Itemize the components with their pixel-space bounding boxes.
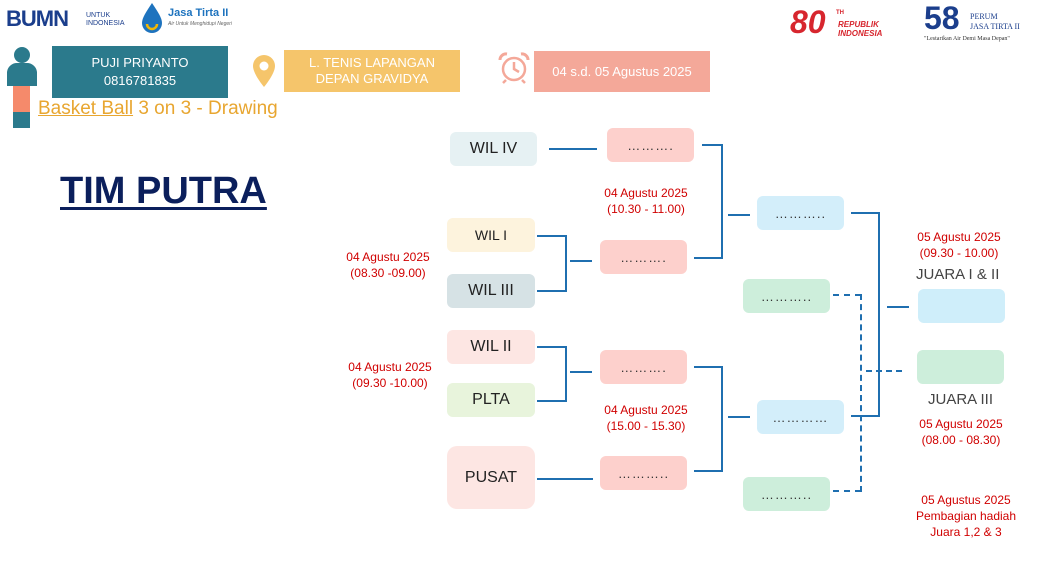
slot-round2-3: ………. <box>600 350 687 384</box>
event-marker <box>13 86 30 128</box>
team-wil-iv-label: WIL IV <box>469 140 518 157</box>
team-wil-iv: WIL IV <box>450 132 537 166</box>
schedule-1-date: 04 Agustu 2025 <box>346 250 430 264</box>
ri80-line1: REPUBLIK <box>838 20 879 29</box>
schedule-7: 05 Agustus 2025 Pembagian hadiah Juara 1… <box>906 492 1026 540</box>
schedule-7-line3: Juara 1,2 & 3 <box>930 525 1002 539</box>
slot-semi-2: ………… <box>757 400 844 434</box>
jasa-tirta-logo: Jasa Tirta II Air Untuk Menghidupi Neger… <box>140 2 240 36</box>
schedule-4: 04 Agustu 2025 (15.00 - 15.30) <box>596 402 696 434</box>
location-line1: L. TENIS LAPANGAN <box>309 55 435 70</box>
schedule-6-date: 05 Agustu 2025 <box>919 417 1003 431</box>
jt58-number: 58 <box>924 0 960 36</box>
schedule-3-date: 04 Agustu 2025 <box>604 186 688 200</box>
team-wil-ii: WIL II <box>447 330 535 364</box>
jt58-logo: 58 PERUM JASA TIRTA II "Lestarikan Air D… <box>922 0 1042 46</box>
bumn-logo-sub2: INDONESIA <box>86 20 125 27</box>
slot-round2-1: ………. <box>607 128 694 162</box>
jasa-tirta-tagline: Air Untuk Menghidupi Negeri <box>168 21 232 27</box>
event-label: Basket Ball 3 on 3 - Drawing <box>38 98 278 120</box>
schedule-5-date: 05 Agustu 2025 <box>917 230 1001 244</box>
contact-phone: 0816781835 <box>103 73 177 88</box>
schedule-2: 04 Agustu 2025 (09.30 -10.00) <box>340 359 440 391</box>
team-wil-i-label: WIL I <box>474 227 508 243</box>
jt58-line2: JASA TIRTA II <box>970 22 1020 31</box>
team-wil-i: WIL I <box>447 218 535 252</box>
team-plta: PLTA <box>447 383 535 417</box>
person-icon <box>7 47 37 86</box>
schedule-1-time: (08.30 -09.00) <box>350 266 426 280</box>
slot-round2-2-text: ………. <box>620 249 667 265</box>
ri80-number: 80 <box>790 4 826 40</box>
ri80-line2: INDONESIA <box>838 29 883 38</box>
schedule-6-time: (08.00 - 08.30) <box>921 433 1001 447</box>
event-label-rest: 3 on 3 - Drawing <box>133 98 278 119</box>
schedule-4-time: (15.00 - 15.30) <box>606 419 686 433</box>
team-wil-ii-label: WIL II <box>470 338 512 355</box>
jt58-line1: PERUM <box>970 12 998 21</box>
slot-loser-2: ……….. <box>743 477 830 511</box>
slot-round2-2: ………. <box>600 240 687 274</box>
location-box: L. TENIS LAPANGAN DEPAN GRAVIDYA <box>284 50 460 92</box>
contact-name: PUJI PRIYANTO <box>91 55 189 70</box>
alarm-clock-icon <box>498 52 530 84</box>
slot-round2-4-text: ……….. <box>617 465 670 481</box>
date-range-text: 04 s.d. 05 Agustus 2025 <box>552 64 692 79</box>
team-plta-label: PLTA <box>472 391 510 408</box>
schedule-6: 05 Agustu 2025 (08.00 - 08.30) <box>911 416 1011 448</box>
slot-loser-1: ……….. <box>743 279 830 313</box>
slot-round2-3-text: ………. <box>620 359 667 375</box>
location-pin-icon <box>253 55 275 87</box>
schedule-7-date: 05 Agustus 2025 <box>921 493 1011 507</box>
team-pusat-label: PUSAT <box>464 468 518 486</box>
jasa-tirta-name: Jasa Tirta II <box>168 7 229 19</box>
slot-semi-1: ……….. <box>757 196 844 230</box>
ri80-sup: TH <box>836 10 844 16</box>
label-juara-1-2: JUARA I & II <box>916 266 1000 283</box>
water-drop-icon <box>142 3 162 33</box>
schedule-4-date: 04 Agustu 2025 <box>604 403 688 417</box>
bumn-logo-sub1: UNTUK <box>86 12 111 19</box>
schedule-5-time: (09.30 - 10.00) <box>919 246 999 260</box>
schedule-5: 05 Agustu 2025 (09.30 - 10.00) <box>909 229 1009 261</box>
team-pusat: PUSAT <box>447 446 535 509</box>
page-title: TIM PUTRA <box>60 170 267 212</box>
date-range-box: 04 s.d. 05 Agustus 2025 <box>534 51 710 92</box>
schedule-7-line2: Pembagian hadiah <box>915 509 1017 523</box>
contact-box: PUJI PRIYANTO 0816781835 <box>52 46 228 98</box>
ri80-logo: 80 TH REPUBLIK INDONESIA <box>790 4 900 42</box>
jt58-tagline: "Lestarikan Air Demi Masa Depan" <box>924 36 1010 42</box>
team-wil-iii: WIL III <box>447 274 535 308</box>
slot-loser-1-text: ……….. <box>760 288 813 304</box>
schedule-2-time: (09.30 -10.00) <box>352 376 428 390</box>
bumn-logo-text: BUMN <box>6 6 69 31</box>
slot-final <box>918 289 1005 323</box>
slot-third-place <box>917 350 1004 384</box>
slot-semi-2-text: ………… <box>772 409 829 425</box>
bumn-logo: BUMN UNTUK INDONESIA <box>6 6 131 34</box>
schedule-2-date: 04 Agustu 2025 <box>348 360 432 374</box>
label-juara-3: JUARA III <box>928 391 994 408</box>
slot-round2-4: ……….. <box>600 456 687 490</box>
basket-ball-link[interactable]: Basket Ball <box>38 98 134 119</box>
schedule-1: 04 Agustu 2025 (08.30 -09.00) <box>338 249 438 281</box>
location-line2: DEPAN GRAVIDYA <box>315 71 429 86</box>
slot-loser-2-text: ……….. <box>760 486 813 502</box>
schedule-3-time: (10.30 - 11.00) <box>607 202 685 216</box>
schedule-3: 04 Agustu 2025 (10.30 - 11.00) <box>596 185 696 217</box>
slot-round2-1-text: ………. <box>627 137 674 153</box>
slot-semi-1-text: ……….. <box>774 205 827 221</box>
team-wil-iii-label: WIL III <box>468 282 514 299</box>
